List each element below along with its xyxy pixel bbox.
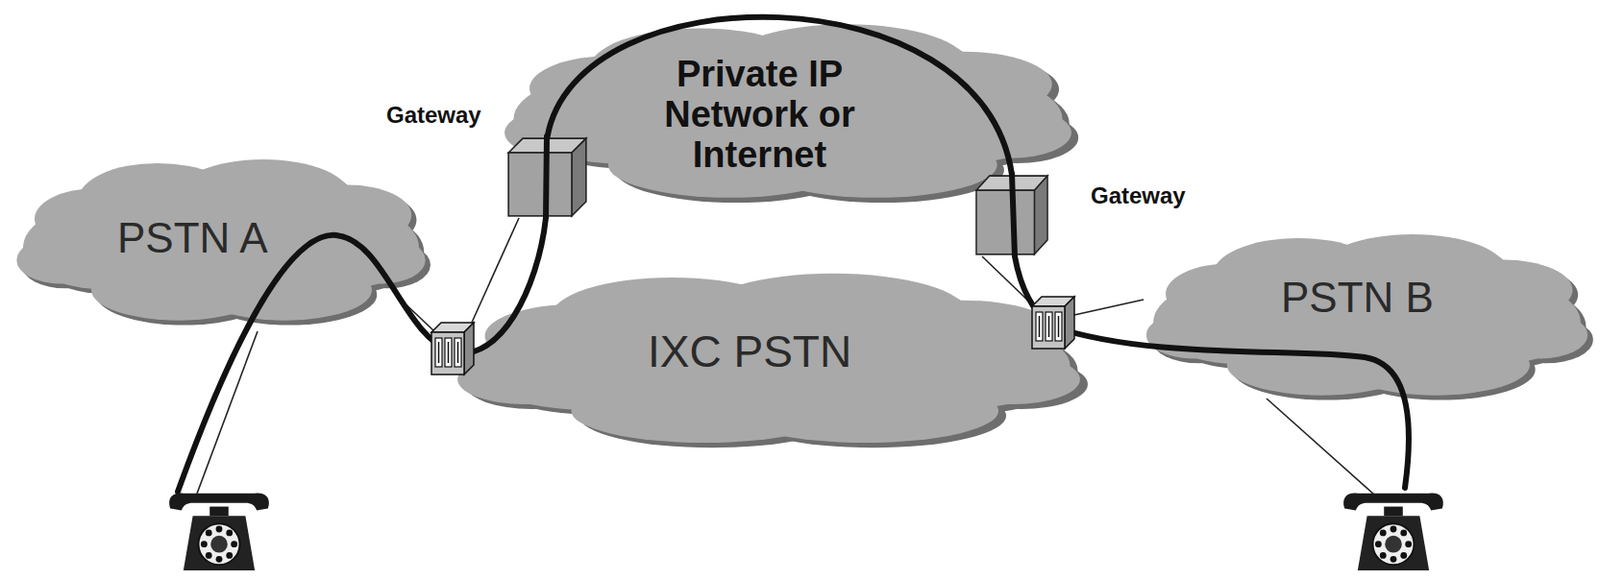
switch-icon — [1032, 296, 1075, 349]
cloud-label: IXC PSTN — [647, 326, 852, 378]
switch-icon — [431, 322, 474, 375]
cloud-label: Private IP Network or Internet — [651, 54, 868, 175]
network-cloud: PSTN B — [1138, 219, 1596, 407]
network-cloud: PSTN A — [9, 144, 433, 332]
gateway-box — [974, 173, 1050, 257]
cloud-label: PSTN B — [1280, 273, 1434, 323]
telephone-icon — [1343, 492, 1444, 571]
call-path-connector — [547, 17, 1013, 175]
cloud-label: PSTN A — [117, 214, 269, 264]
call-path — [177, 136, 1409, 493]
network-cloud: IXC PSTN — [446, 257, 1091, 455]
gateway-label: Gateway — [386, 101, 482, 130]
gateway-node: Gateway — [384, 98, 591, 219]
thin-wires — [196, 218, 1375, 495]
gateway-node: Gateway — [968, 169, 1224, 258]
gateway-box — [506, 136, 589, 219]
gateway-label: Gateway — [1090, 182, 1186, 211]
telephone-icon — [169, 492, 270, 571]
